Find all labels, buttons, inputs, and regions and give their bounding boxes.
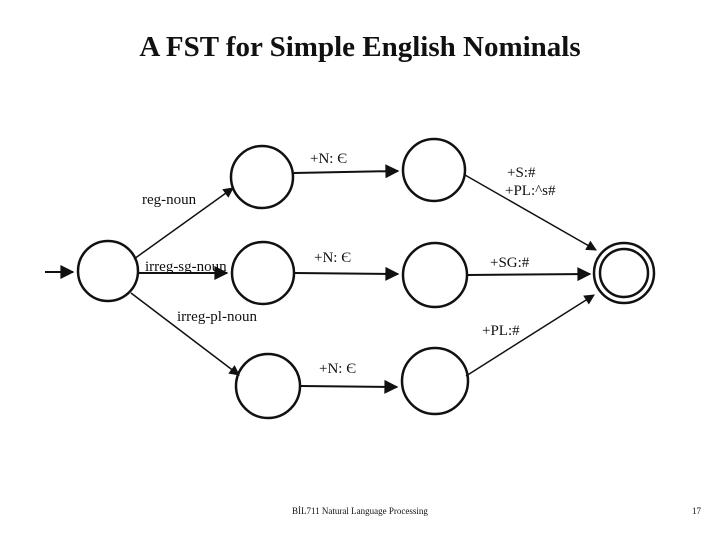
state-irreg-pl-noun <box>234 352 302 420</box>
state-final-outer <box>592 241 656 305</box>
state-irreg-pl-noun-n <box>400 346 470 416</box>
label-reg-noun: reg-noun <box>142 192 197 208</box>
edge-irreg-pl-noun <box>130 292 240 376</box>
edge-plus-pl <box>465 294 595 377</box>
label-irreg-pl-noun: irreg-pl-noun <box>177 309 257 325</box>
slide-title: A FST for Simple English Nominals <box>139 31 581 63</box>
state-irreg-sg-noun-n <box>401 241 469 309</box>
label-plus-pl-caret-s-hash: +PL:^s# <box>505 183 556 199</box>
state-irreg-sg-noun <box>230 240 296 306</box>
edge-irreg-sg-plus-n <box>294 266 400 281</box>
label-plus-n-epsilon-bottom: +N: Є <box>319 361 357 377</box>
edge-reg-noun <box>133 187 234 260</box>
state-reg-noun-n <box>401 137 467 203</box>
state-start <box>76 239 140 303</box>
label-plus-n-epsilon-top: +N: Є <box>310 151 348 167</box>
footer-course-title: BİL711 Natural Language Processing <box>292 506 428 516</box>
edge-plus-sg <box>467 267 592 282</box>
edge-irreg-pl-plus-n <box>300 379 399 394</box>
label-plus-pl-hash: +PL:# <box>482 323 520 339</box>
state-reg-noun <box>229 144 295 210</box>
label-plus-sg-hash: +SG:# <box>490 255 530 271</box>
state-final-inner <box>598 247 650 299</box>
label-plus-n-epsilon-mid: +N: Є <box>314 250 352 266</box>
edge-reg-plus-n <box>293 164 400 179</box>
label-irreg-sg-noun: irreg-sg-noun <box>145 259 227 275</box>
label-plus-s-hash: +S:# <box>507 165 536 181</box>
edge-plus-s-plus-pl <box>464 174 597 251</box>
page-number: 17 <box>692 506 701 516</box>
